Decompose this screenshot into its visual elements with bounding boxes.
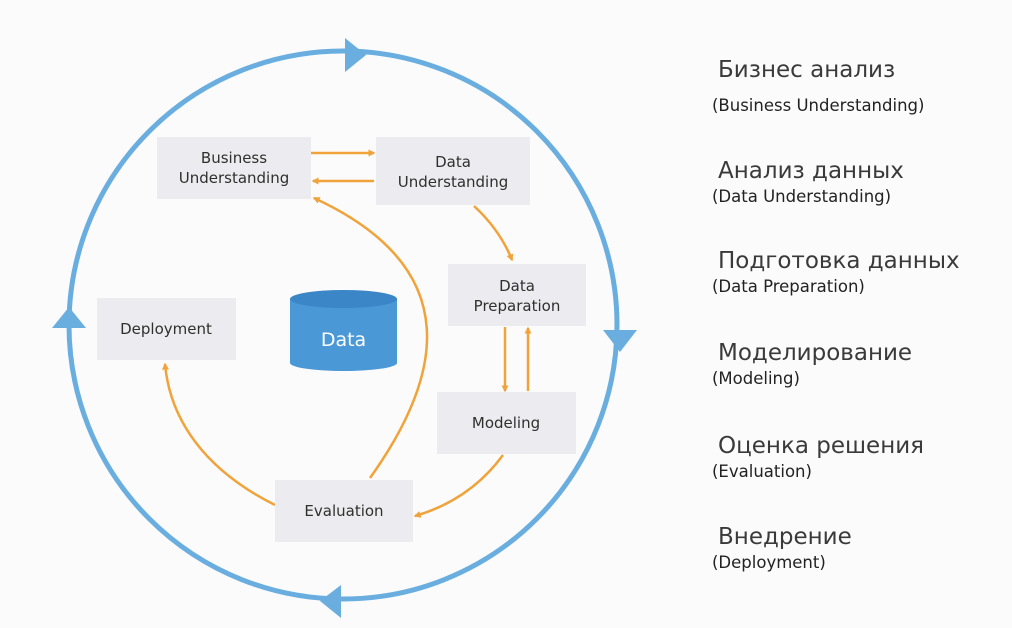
legend-en-deployment: (Deployment) [712, 553, 826, 572]
node-data-preparation-line-1: Data [499, 277, 535, 295]
node-data-understanding-line-1: Data [435, 153, 471, 171]
arrow-evaluation-to-business [312, 196, 429, 479]
cycle-arrow-right [603, 330, 637, 352]
legend-ru-data-preparation: Подготовка данных [718, 248, 960, 274]
legend-en-data-understanding: (Data Understanding) [712, 187, 892, 206]
legend-item-deployment: Внедрение (Deployment) [712, 522, 1007, 574]
node-evaluation-label: Evaluation [304, 502, 383, 520]
legend-item-business: Бизнес анализ (Business Understanding) [712, 55, 1007, 117]
node-business-line-2: Understanding [179, 169, 290, 187]
node-modeling-label: Modeling [472, 414, 540, 432]
legend-item-evaluation: Оценка решения (Evaluation) [712, 431, 1007, 483]
cycle-arrow-left [52, 307, 86, 328]
legend-ru-deployment: Внедрение [718, 524, 852, 550]
node-deployment: Deployment [97, 298, 236, 360]
node-modeling: Modeling [437, 392, 576, 454]
node-data-preparation: Data Preparation [448, 264, 586, 326]
legend-ru-evaluation: Оценка решения [718, 433, 925, 459]
legend-ru-data-understanding: Анализ данных [718, 158, 904, 184]
legend-en-modeling: (Modeling) [712, 369, 800, 388]
data-store-cylinder: Data [290, 290, 397, 371]
flow-arrows [162, 149, 532, 518]
legend-item-data-understanding: Анализ данных (Data Understanding) [712, 156, 1007, 208]
node-data-preparation-line-2: Preparation [474, 297, 561, 315]
node-data-understanding: Data Understanding [376, 137, 530, 205]
legend-ru-modeling: Моделирование [718, 340, 913, 366]
node-data-understanding-line-2: Understanding [398, 173, 509, 191]
legend-en-data-preparation: (Data Preparation) [712, 277, 865, 296]
node-deployment-label: Deployment [120, 320, 212, 338]
arrow-modeling-to-evaluation [413, 454, 505, 518]
legend-item-modeling: Моделирование (Modeling) [712, 338, 1007, 390]
legend-en-business: (Business Understanding) [712, 96, 925, 115]
legend-ru-business: Бизнес анализ [718, 57, 896, 83]
node-evaluation: Evaluation [275, 480, 413, 542]
legend-en-evaluation: (Evaluation) [712, 462, 812, 481]
legend-item-data-preparation: Подготовка данных (Data Preparation) [712, 246, 1007, 298]
cycle-arrow-bottom [320, 585, 341, 618]
data-store-label: Data [321, 329, 366, 351]
cycle-arrow-top [345, 38, 366, 72]
node-business-line-1: Business [201, 149, 267, 167]
arrow-data-understanding-to-preparation [473, 205, 514, 262]
arrow-evaluation-to-deployment [162, 362, 276, 507]
node-business-understanding: Business Understanding [157, 137, 311, 199]
